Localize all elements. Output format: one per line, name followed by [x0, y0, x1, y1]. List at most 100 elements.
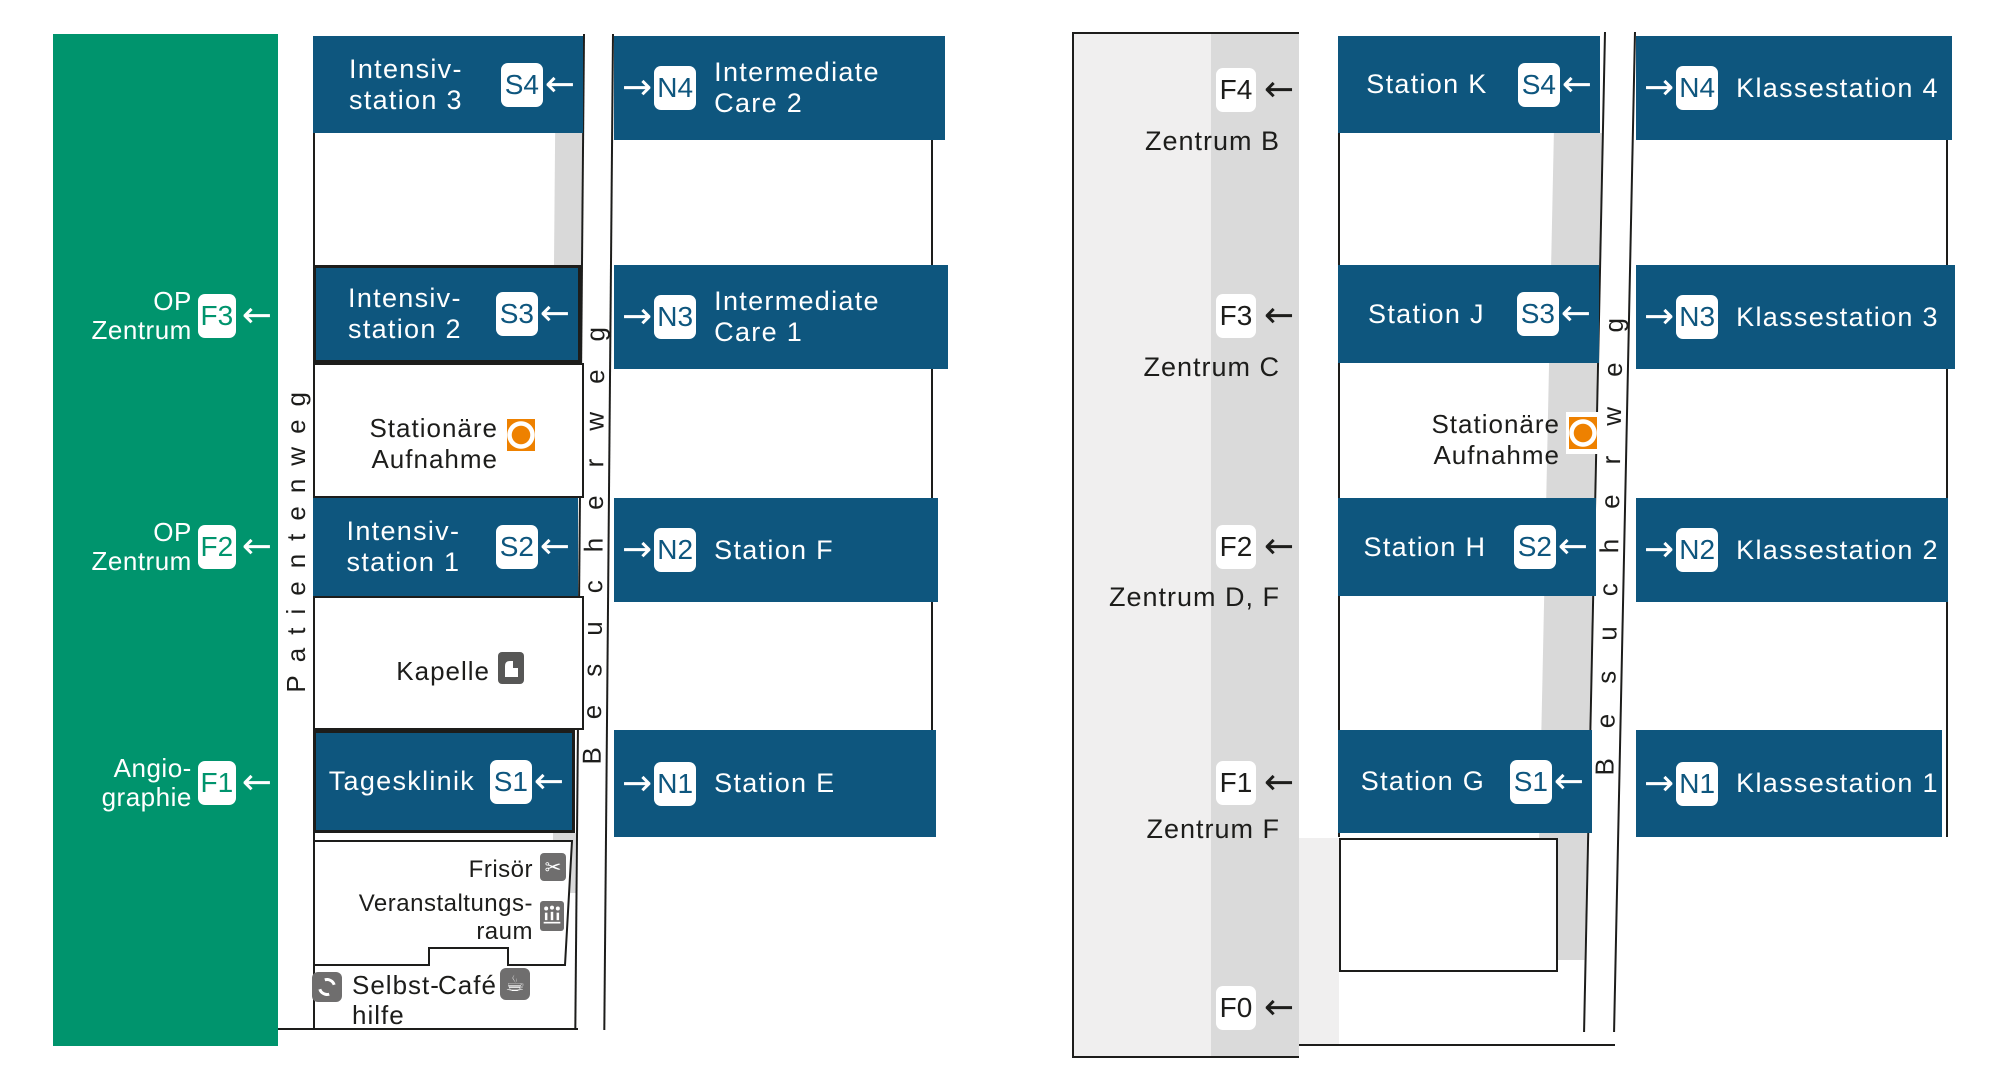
coffee-cup-icon: ☕ — [500, 968, 530, 1000]
arrow-left-icon: ← — [1264, 987, 1295, 1028]
node-badge-n1: N1 — [654, 761, 697, 806]
ward-label: Station E — [714, 768, 836, 798]
service-room-outline — [313, 840, 574, 966]
arrow-right-icon: → — [622, 762, 653, 804]
floor-badge-f4: F4 — [1216, 68, 1256, 112]
floor-link-f1: F1 ← — [1216, 761, 1294, 805]
arrow-left-icon: ← — [1264, 762, 1295, 803]
chapel-room — [313, 596, 584, 730]
ward-label: Klassestation 4 — [1736, 72, 1939, 103]
ward-label: Intensiv- station 3 — [349, 53, 463, 115]
ward-label: Intermediate Care 1 — [714, 286, 880, 347]
ward-label: Station F — [714, 534, 834, 565]
arrow-right-icon: → — [622, 296, 653, 337]
floor-link-f4: F4 ← — [1216, 68, 1294, 112]
ward-label: Intermediate Care 2 — [714, 57, 880, 118]
zone-label-zentrum-c: Zentrum C — [1143, 352, 1280, 382]
node-badge-s4: S4 — [500, 62, 543, 107]
arrow-left-icon: ← — [1560, 293, 1591, 334]
cafe-label: Café — [438, 970, 497, 1000]
arrow-right-icon: → — [1644, 296, 1675, 337]
ward-label: Tagesklinik — [328, 766, 476, 796]
zone-label-zentrum-b: Zentrum B — [1144, 126, 1280, 156]
arrow-left-icon: ← — [1557, 526, 1588, 567]
arrow-left-icon: ← — [539, 293, 570, 334]
chapel-icon — [498, 652, 524, 684]
ward-label: Klassestation 1 — [1736, 768, 1939, 798]
ward-box-klassestation-2: → N2 Klassestation 2 — [1636, 498, 1948, 602]
destination-angiographie-f1: Angio- graphie F1 ← — [64, 754, 272, 812]
node-badge-n2: N2 — [654, 528, 697, 572]
patient-path-label: Patientenweg — [280, 379, 311, 693]
op-wing-bar — [53, 34, 278, 1046]
destination-op-zentrum-f2: OP Zentrum F2 ← — [64, 518, 272, 576]
node-badge-n4: N4 — [654, 66, 697, 110]
destination-label: OP Zentrum — [91, 517, 192, 576]
self-help-icon — [312, 972, 342, 1002]
ward-box-station-j: Station J S3 ← — [1338, 265, 1599, 363]
ward-label: Station K — [1366, 69, 1488, 99]
ward-box-station-k: Station K S4 ← — [1338, 36, 1600, 133]
floor-badge-f1: F1 — [1216, 761, 1256, 805]
zone-label-zentrum-d-f: Zentrum D, F — [1108, 582, 1280, 612]
zentrum-building — [1072, 32, 1299, 1058]
destination-label: Angio- graphie — [101, 753, 192, 812]
path-segment — [553, 133, 583, 265]
ward-box-station-g: Station G S1 ← — [1338, 730, 1592, 833]
arrow-left-icon: ← — [241, 762, 272, 803]
ward-label: Station G — [1360, 766, 1486, 796]
destination-label: OP Zentrum — [91, 286, 192, 345]
arrow-left-icon: ← — [1264, 69, 1295, 110]
path-segment — [1541, 596, 1593, 730]
patient-path: Patientenweg — [276, 336, 316, 736]
arrow-left-icon: ← — [533, 760, 564, 802]
arrow-left-icon: ← — [241, 526, 272, 567]
ward-label: Intensiv- station 2 — [348, 283, 462, 344]
node-badge-n3: N3 — [1676, 295, 1719, 339]
scissors-icon: ✂ — [540, 853, 566, 881]
floor-badge-f3: F3 — [1216, 294, 1256, 338]
ward-label: Station J — [1368, 298, 1485, 329]
north-wing-building — [1636, 36, 1948, 837]
lower-room — [1339, 838, 1558, 972]
ward-box-station-f: → N2 Station F — [614, 498, 938, 602]
floor-badge-f1: F1 — [197, 761, 236, 805]
arrow-left-icon: ← — [1264, 295, 1295, 336]
node-badge-n3: N3 — [654, 295, 697, 339]
ward-label: Intensiv- station 1 — [346, 516, 461, 577]
audience-icon — [540, 901, 564, 931]
node-badge-s2: S2 — [495, 525, 538, 569]
node-badge-s1: S1 — [489, 759, 532, 804]
ward-box-station-e: → N1 Station E — [614, 730, 936, 837]
admission-marker-icon — [504, 414, 538, 456]
node-badge-s3: S3 — [495, 292, 538, 336]
ward-box-klassestation-4: → N4 Klassestation 4 — [1636, 36, 1952, 140]
ward-label: Klassestation 2 — [1736, 534, 1939, 565]
self-help-label: Selbst- hilfe — [352, 970, 440, 1030]
floor-link-f2: F2 ← — [1216, 525, 1294, 569]
chapel-label: Kapelle — [396, 656, 490, 686]
ward-box-tagesklinik: Tagesklinik S1 ← — [313, 730, 575, 833]
building-outline — [278, 1028, 578, 1030]
admission-room — [313, 363, 584, 498]
admission-label: Stationäre Aufnahme — [1431, 409, 1560, 470]
arrow-right-icon: → — [622, 529, 653, 570]
arrow-left-icon: ← — [241, 295, 272, 336]
arrow-left-icon: ← — [539, 526, 570, 567]
ward-label: Station H — [1363, 531, 1487, 562]
node-badge-s3: S3 — [1516, 292, 1559, 336]
node-badge-n1: N1 — [1676, 761, 1719, 806]
building-outline — [1299, 1044, 1615, 1046]
admission-label: Stationäre Aufnahme — [369, 413, 498, 474]
ward-box-intermediate-care-2: → N4 Intermediate Care 2 — [614, 36, 945, 140]
arrow-left-icon: ← — [1561, 63, 1592, 105]
floor-link-f0: F0 ← — [1216, 986, 1294, 1030]
node-badge-n2: N2 — [1676, 528, 1719, 572]
arrow-left-icon: ← — [1264, 526, 1295, 567]
arrow-right-icon: → — [1644, 762, 1675, 804]
admission-marker-icon — [1566, 412, 1600, 454]
event-room-label: Veranstaltungs- raum — [358, 890, 533, 945]
destination-op-zentrum-f3: OP Zentrum F3 ← — [64, 287, 272, 345]
ward-box-station-h: Station H S2 ← — [1338, 498, 1596, 596]
